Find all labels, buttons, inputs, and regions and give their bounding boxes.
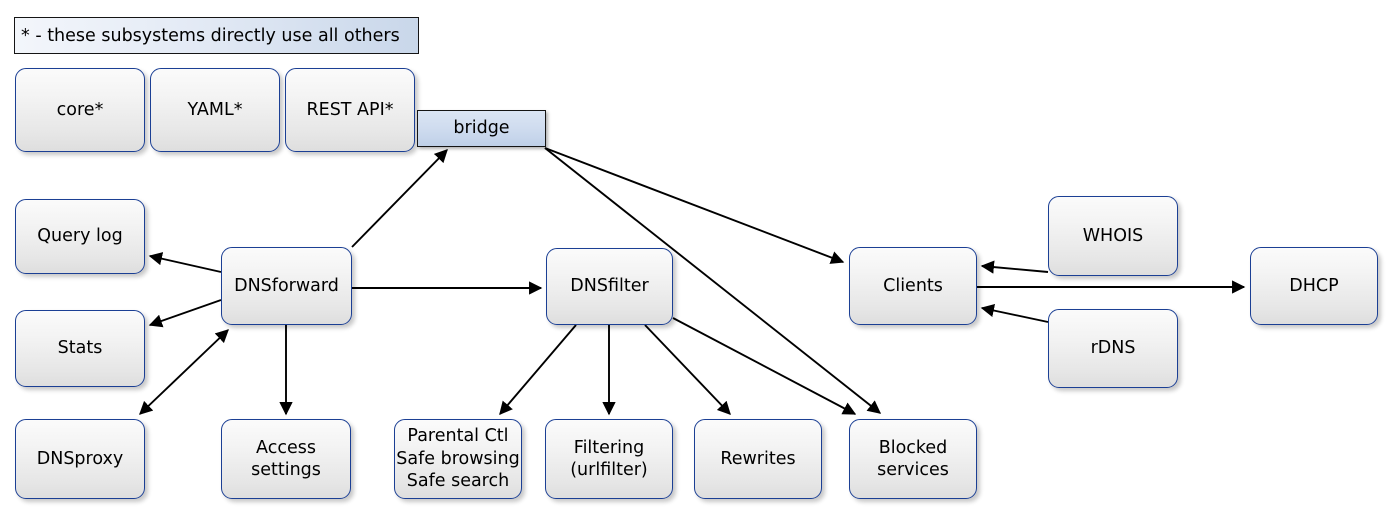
legend-note-text: * - these subsystems directly use all ot… [21,25,400,46]
node-blocked[interactable]: Blocked services [849,419,977,499]
node-label-querylog: Query log [37,226,123,247]
node-label-dhcp: DHCP [1289,275,1339,296]
node-core[interactable]: core* [15,68,145,152]
edge-dnsfilter-to-rewrites [644,324,731,415]
node-restapi[interactable]: REST API* [285,68,415,152]
edge-dnsforward-to-dnsproxy [139,329,229,415]
node-querylog[interactable]: Query log [15,199,145,274]
node-label-clients: Clients [883,275,943,296]
node-label-yaml: YAML* [187,99,243,120]
legend-note: * - these subsystems directly use all ot… [14,17,419,54]
node-label-dnsproxy: DNSproxy [36,448,124,469]
node-label-stats: Stats [57,338,103,359]
node-clients[interactable]: Clients [849,247,977,325]
node-whois[interactable]: WHOIS [1048,196,1178,276]
node-label-whois: WHOIS [1082,225,1144,246]
node-dnsproxy[interactable]: DNSproxy [15,419,145,499]
edge-whois-to-clients [980,260,1049,274]
node-label-rdns: rDNS [1090,338,1136,359]
node-label-restapi: REST API* [306,99,394,120]
node-access[interactable]: Access settings [221,419,351,499]
node-stats[interactable]: Stats [15,310,145,387]
node-yaml[interactable]: YAML* [150,68,280,152]
node-bridge[interactable]: bridge [417,110,546,147]
edge-bridge-to-clients [544,147,845,264]
edge-dnsfilter-to-blocked [672,317,857,415]
node-label-rewrites: Rewrites [720,448,796,469]
node-filtering[interactable]: Filtering (urlfilter) [545,419,673,499]
node-rewrites[interactable]: Rewrites [694,419,822,499]
node-dnsfilter[interactable]: DNSfilter [546,248,673,325]
node-dnsforward[interactable]: DNSforward [221,247,352,325]
node-label-access: Access settings [251,437,321,480]
node-label-dnsforward: DNSforward [234,275,339,296]
node-parental[interactable]: Parental Ctl Safe browsing Safe search [394,419,522,499]
edge-rdns-to-clients [980,303,1049,323]
node-label-filtering: Filtering (urlfilter) [570,437,648,480]
node-label-core: core* [56,99,104,120]
edge-dnsforward-to-querylog [148,252,222,273]
edge-dnsforward-to-bridge [351,149,448,248]
node-label-blocked: Blocked services [877,437,949,480]
edge-dnsfilter-to-parental [499,324,577,416]
node-label-bridge: bridge [453,118,510,139]
node-dhcp[interactable]: DHCP [1250,247,1378,325]
edge-dnsforward-to-stats [148,299,222,328]
node-rdns[interactable]: rDNS [1048,309,1178,388]
node-label-parental: Parental Ctl Safe browsing Safe search [396,426,520,492]
node-label-dnsfilter: DNSfilter [570,276,649,297]
